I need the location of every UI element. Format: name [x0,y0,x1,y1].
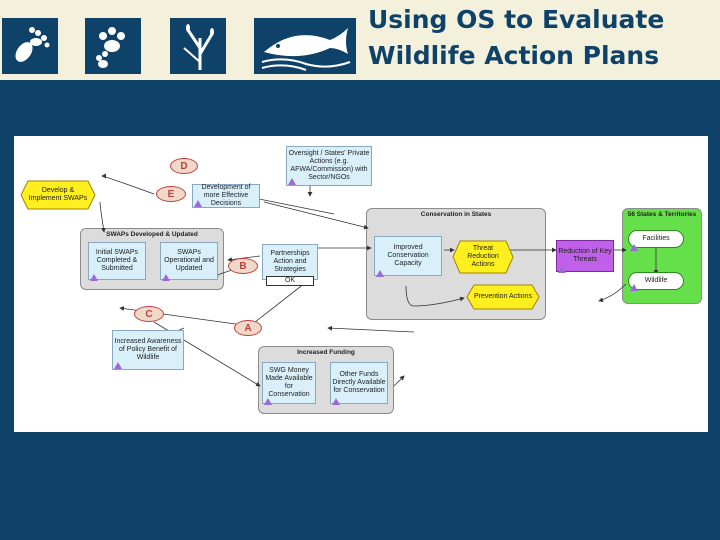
node-funding-swg: SWG Money Made Available for Conservatio… [262,362,316,404]
title-line-2: Wildlife Action Plans [368,41,660,70]
marker-triangle [90,274,98,281]
edge-eff-to-conservation [263,201,369,230]
boot-print-icon [2,18,58,74]
node-small-box: OK [266,276,314,286]
funding-group-title: Increased Funding [297,349,355,356]
paw-print-icon [85,18,141,74]
marker-triangle [114,362,122,369]
marker-triangle [162,274,170,281]
marker-triangle [264,398,272,405]
conservation-group-title: Conservation in States [420,211,492,218]
callout-c: C [134,306,164,322]
edge-develop-to-swap [99,201,106,233]
edge-conservation-to-a [327,325,415,333]
node-funding-other: Other Funds Directly Available for Conse… [330,362,388,404]
territories-group-title: 56 States & Territories [627,211,697,218]
edge-territories-back [598,283,627,303]
header-banner: Using OS to Evaluate Wildlife Action Pla… [0,0,720,80]
page-title: Using OS to Evaluate Wildlife Action Pla… [368,2,664,74]
edge-oversight-to-eff [253,196,335,215]
plant-icon [170,18,226,74]
marker-triangle [288,178,296,185]
node-prevention: Prevention Actions [474,293,532,300]
marker-triangle [376,270,384,277]
edge-improved-to-prevention [405,285,465,307]
node-improved-capacity: Improved Conservation Capacity [374,236,442,276]
fish-icon [254,18,356,74]
node-partnership: Partnerships Action and Strategies [262,244,318,280]
title-line-1: Using OS to Evaluate [368,5,665,34]
callout-e: E [156,186,186,202]
callout-d: D [170,158,198,174]
callout-b: B [228,258,258,274]
marker-triangle [332,398,340,405]
node-facilities: Facilities [628,230,684,248]
marker-triangle [630,284,638,291]
swap-group-title: SWAPs Developed & Updated [106,231,198,238]
node-swap-operational: SWAPs Operational and Updated [160,242,218,280]
callout-a: A [234,320,262,336]
node-develop-swaps: Develop & Implement SWAPs [28,187,88,202]
node-increased-policy: Increased Awareness of Policy Benefit of… [112,330,184,370]
node-threat-reduction: Threat Reduction Actions [467,245,499,268]
marker-triangle [194,200,202,207]
marker-triangle [630,244,638,251]
node-develop-swaps-shape [20,180,96,210]
node-prevention-shape [466,284,540,310]
node-wildlife: Wildlife [628,272,684,290]
node-oversight: Oversight / States' Private Actions (e.g… [286,146,372,186]
diagram-panel: SWAPs Developed & Updated Conservation i… [14,136,708,432]
node-threat-shape [452,240,514,274]
edge-d-to-develop [101,173,155,195]
edge-funding-out [393,375,405,387]
marker-triangle [558,266,566,273]
node-develop-effective: Development of more Effective Decisions [192,184,260,208]
node-swap-initial: Initial SWAPs Completed & Submitted [88,242,146,280]
